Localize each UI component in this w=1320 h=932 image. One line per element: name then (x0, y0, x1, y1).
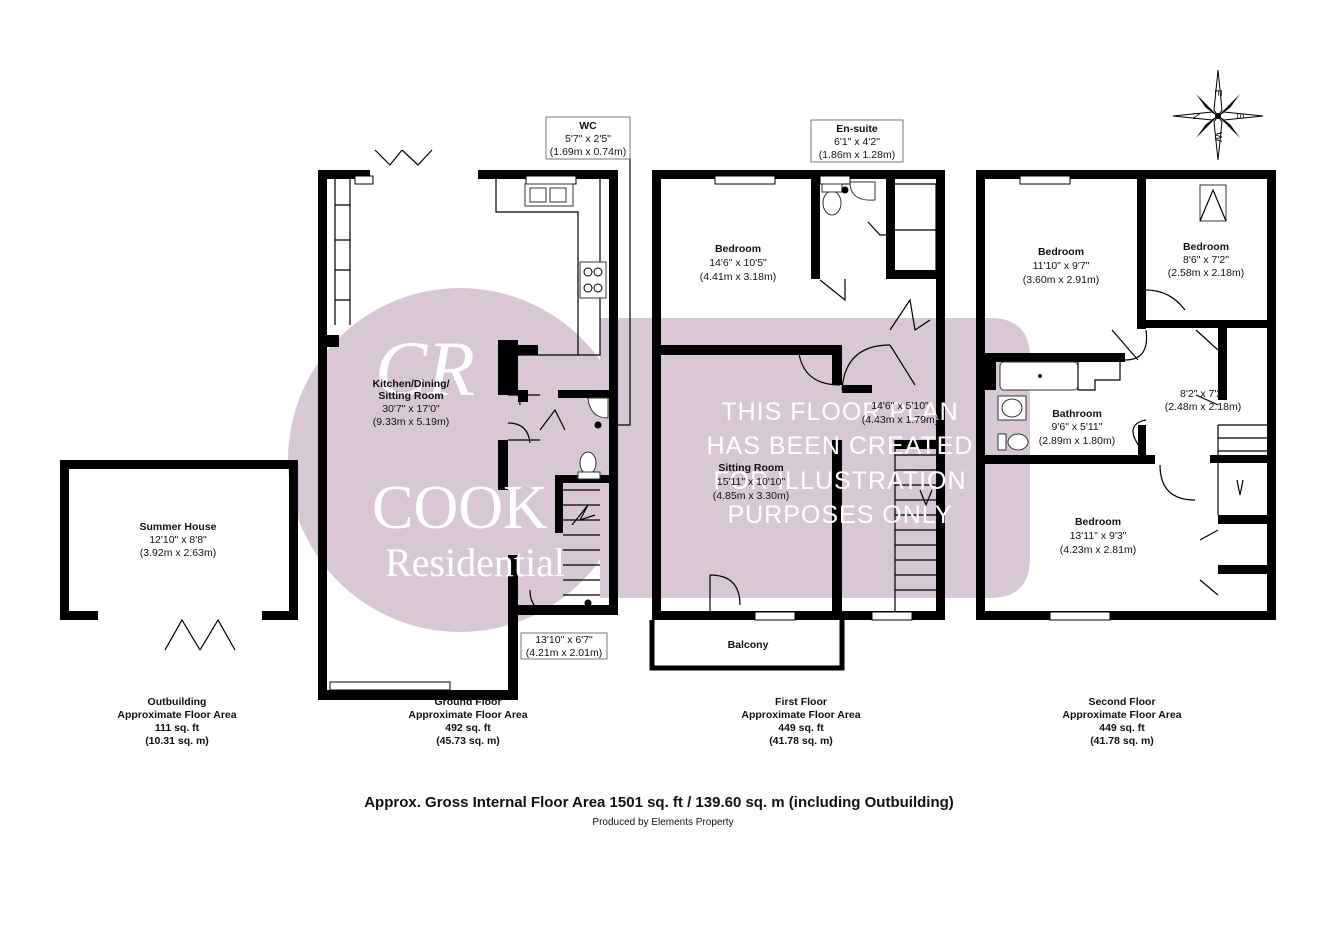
watermark-disclaimer-line1: THIS FLOOR PLAN (721, 398, 958, 426)
compass-rose-icon: E S W N (1172, 69, 1264, 161)
room-label-kitchen: Kitchen/Dining/ Sitting Room 30'7" x 17'… (373, 378, 450, 428)
floor-summary-outbuilding: Outbuilding Approximate Floor Area 111 s… (117, 696, 236, 747)
floor-area-label: Approximate Floor Area (741, 709, 860, 721)
floor-area-label: Approximate Floor Area (408, 709, 527, 721)
room-name: En-suite (836, 123, 878, 135)
room-label-first-bedroom: Bedroom 14'6" x 10'5" (4.41m x 3.18m) (700, 243, 776, 283)
room-label-second-bedroom-c: Bedroom 13'11" x 9'3" (4.23m x 2.81m) (1060, 516, 1136, 556)
room-size-metric: (9.33m x 5.19m) (373, 416, 449, 428)
room-size-imperial: 6'1" x 4'2" (834, 136, 880, 148)
room-size-metric: (2.58m x 2.18m) (1168, 267, 1244, 279)
room-name-line1: Kitchen/Dining/ (373, 378, 450, 390)
room-size-imperial: 9'6" x 5'11" (1052, 421, 1103, 433)
watermark-disclaimer-line3: FOR ILLUSTRATION (713, 467, 966, 495)
ground-floor-plan (318, 116, 631, 700)
room-size-metric: (3.60m x 2.91m) (1023, 274, 1099, 286)
floor-area-sqm: (45.73 sq. m) (436, 735, 500, 747)
room-label-wc: WC 5'7" x 2'5" (1.69m x 0.74m) (550, 120, 626, 158)
floor-summary-ground: Ground Floor Approximate Floor Area 492 … (408, 696, 527, 747)
room-size-imperial: 12'10" x 8'8" (149, 534, 207, 546)
room-label-summer-house: Summer House 12'10" x 8'8" (3.92m x 2.63… (139, 521, 216, 559)
watermark-monogram: CR (375, 325, 475, 412)
floor-area-sqft: 449 sq. ft (778, 722, 824, 734)
floor-name: First Floor (775, 696, 827, 708)
room-label-first-landing: 14'6" x 5'10" (4.43m x 1.79m) (862, 400, 938, 426)
gross-area-total: Approx. Gross Internal Floor Area 1501 s… (364, 794, 954, 811)
room-name: Bedroom (1075, 516, 1121, 528)
room-size-imperial: 30'7" x 17'0" (382, 403, 440, 415)
watermark (288, 288, 1030, 632)
room-label-ground-hall: 13'10" x 6'7" (4.21m x 2.01m) (526, 634, 602, 659)
room-size-metric: (3.92m x 2.63m) (140, 547, 216, 559)
room-label-sitting-room: Sitting Room 15'11" x 10'10" (4.85m x 3.… (713, 462, 789, 502)
room-label-second-bedroom-a: Bedroom 11'10" x 9'7" (3.60m x 2.91m) (1023, 246, 1099, 286)
compass-s-label: S (1234, 112, 1246, 119)
room-label-ensuite: En-suite 6'1" x 4'2" (1.86m x 1.28m) (810, 119, 904, 163)
room-size-imperial: 11'10" x 9'7" (1033, 260, 1090, 272)
floor-area-sqm: (10.31 sq. m) (145, 735, 209, 747)
floor-name: Outbuilding (148, 696, 207, 708)
room-name: Bathroom (1052, 408, 1102, 420)
watermark-brand-line1: COOK (372, 474, 548, 542)
room-label-second-landing: 8'2" x 7'2" (2.48m x 2.18m) (1165, 388, 1241, 413)
room-name: WC (579, 120, 597, 132)
room-name: Bedroom (1038, 246, 1084, 258)
floor-name: Ground Floor (434, 696, 501, 708)
watermark-text: CR COOK Residential THIS FLOOR PLAN HAS … (372, 325, 974, 585)
room-size-imperial: 13'11" x 9'3" (1070, 530, 1127, 542)
compass-w-label: W (1212, 132, 1224, 142)
watermark-circle (288, 288, 632, 632)
room-name: Balcony (728, 639, 769, 651)
room-name-line2: Sitting Room (378, 390, 443, 402)
watermark-banner (600, 318, 1030, 598)
room-size-imperial: 8'6" x 7'2" (1183, 254, 1229, 266)
room-size-imperial: 14'6" x 10'5" (709, 257, 767, 269)
watermark-brand-line2: Residential (385, 540, 565, 585)
room-size-metric: (4.21m x 2.01m) (526, 647, 602, 659)
room-name: Bedroom (715, 243, 761, 255)
floor-area-sqm: (41.78 sq. m) (769, 735, 833, 747)
outbuilding-plan (60, 460, 298, 651)
first-floor-plan (649, 170, 945, 671)
floor-area-sqft: 492 sq. ft (445, 722, 491, 734)
room-name: Sitting Room (718, 462, 783, 474)
floor-name: Second Floor (1088, 696, 1155, 708)
floor-area-sqft: 449 sq. ft (1099, 722, 1145, 734)
room-size-imperial: 14'6" x 5'10" (871, 400, 929, 412)
floor-area-sqm: (41.78 sq. m) (1090, 735, 1154, 747)
room-label-balcony: Balcony (728, 639, 769, 651)
room-size-imperial: 15'11" x 10'10" (717, 476, 786, 488)
floor-area-label: Approximate Floor Area (117, 709, 236, 721)
room-size-metric: (1.69m x 0.74m) (550, 146, 626, 158)
producer-credit: Produced by Elements Property (592, 817, 733, 828)
watermark-disclaimer-line2: HAS BEEN CREATED (707, 432, 974, 460)
room-size-metric: (4.85m x 3.30m) (713, 490, 789, 502)
second-floor-plan (976, 170, 1276, 621)
floor-summary-second: Second Floor Approximate Floor Area 449 … (1062, 696, 1181, 747)
room-size-metric: (4.23m x 2.81m) (1060, 544, 1136, 556)
compass-n-label: N (1190, 112, 1202, 120)
room-label-second-bedroom-b: Bedroom 8'6" x 7'2" (2.58m x 2.18m) (1168, 241, 1244, 279)
floor-summary-first: First Floor Approximate Floor Area 449 s… (741, 696, 860, 747)
floor-area-label: Approximate Floor Area (1062, 709, 1181, 721)
room-size-metric: (1.86m x 1.28m) (819, 149, 895, 161)
floor-area-sqft: 111 sq. ft (155, 722, 200, 734)
room-size-metric: (2.89m x 1.80m) (1039, 435, 1115, 447)
room-size-imperial: 5'7" x 2'5" (565, 133, 611, 145)
room-size-imperial: 13'10" x 6'7" (535, 634, 593, 646)
room-size-imperial: 8'2" x 7'2" (1180, 388, 1226, 400)
room-name: Bedroom (1183, 241, 1229, 253)
room-size-metric: (4.41m x 3.18m) (700, 271, 776, 283)
watermark-disclaimer-line4: PURPOSES ONLY (727, 501, 952, 529)
room-size-metric: (4.43m x 1.79m) (862, 414, 938, 426)
compass-e-label: E (1212, 89, 1224, 96)
room-size-metric: (2.48m x 2.18m) (1165, 401, 1241, 413)
room-name: Summer House (139, 521, 216, 533)
room-label-bathroom: Bathroom 9'6" x 5'11" (2.89m x 1.80m) (1039, 408, 1115, 447)
